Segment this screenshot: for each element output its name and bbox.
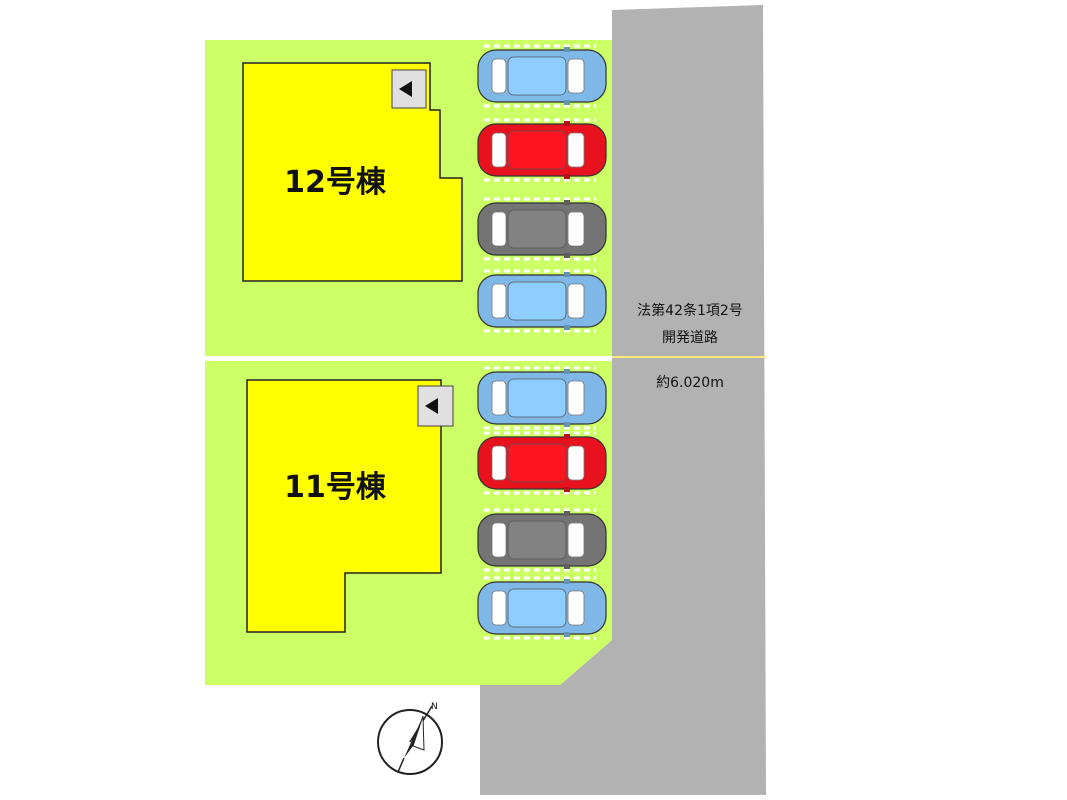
parked-car-icon xyxy=(477,118,607,182)
parked-car-icon xyxy=(477,508,607,572)
building-11 xyxy=(246,379,442,633)
parked-car-icon xyxy=(477,431,607,495)
parking-spaces xyxy=(477,44,607,640)
entrance-marker-11 xyxy=(417,385,454,427)
entrance-marker-12 xyxy=(391,69,427,109)
building-12 xyxy=(242,62,463,282)
road-type-label: 法第42条1項2号 xyxy=(637,302,743,319)
road xyxy=(480,5,766,795)
parked-car-icon xyxy=(477,44,607,108)
parked-car-icon xyxy=(477,366,607,430)
compass-north-arrow-icon: N xyxy=(377,702,443,775)
road-type-label-2: 開発道路 xyxy=(662,330,718,346)
parked-car-icon xyxy=(477,576,607,640)
parked-car-icon xyxy=(477,197,607,261)
building-11-label: 11号棟 xyxy=(284,470,387,505)
parked-car-icon xyxy=(477,269,607,333)
building-12-label: 12号棟 xyxy=(284,165,387,200)
compass-north-label: N xyxy=(431,702,438,712)
road-width-label: 約6.020m xyxy=(656,375,724,391)
